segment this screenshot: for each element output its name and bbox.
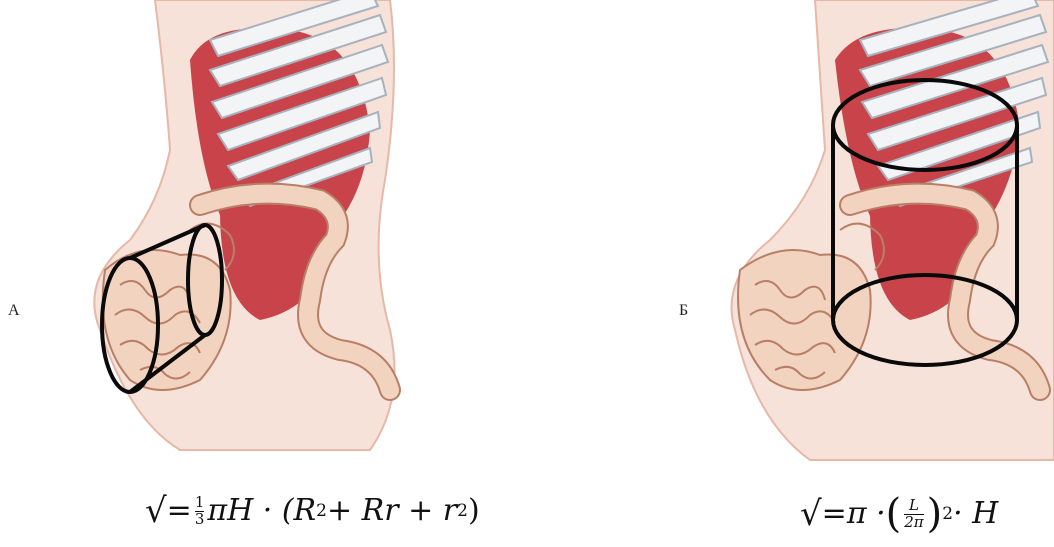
fraction-l-over-2pi: L 2π <box>904 498 923 531</box>
illustration-panel-b <box>700 0 1054 460</box>
illustration-panel-a <box>60 0 480 460</box>
abdomen-illustration-a <box>60 0 480 460</box>
panel-label-a: А <box>8 302 20 320</box>
sqrt-symbol: √ <box>145 494 167 528</box>
formula-cylinder-volume: √ = π · ( L 2π )2 · H <box>800 494 998 534</box>
fraction-one-third: 1 3 <box>195 495 205 528</box>
sqrt-symbol: √ <box>800 497 822 531</box>
panel-label-b: Б <box>679 302 688 320</box>
abdomen-illustration-b <box>700 0 1054 460</box>
